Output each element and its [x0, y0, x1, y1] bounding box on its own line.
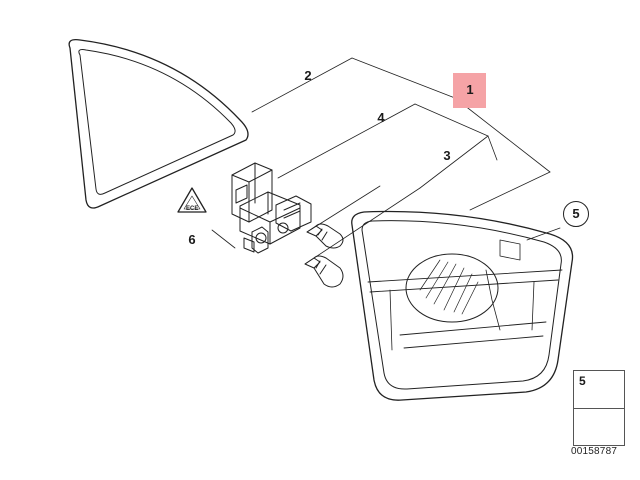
- callout-6: 6: [188, 232, 196, 247]
- callout-highlight: [453, 73, 486, 108]
- gasket-part-2: [68, 39, 249, 209]
- bulb-part-3-upper: [306, 223, 344, 249]
- reference-divider: [574, 408, 624, 409]
- callout-4: 4: [377, 110, 385, 125]
- callout-3: 3: [443, 148, 451, 163]
- reference-box: 5: [573, 370, 625, 446]
- callout-5-circled: 5: [563, 201, 589, 227]
- tail-light-part-1: [351, 210, 574, 401]
- callout-2: 2: [304, 68, 312, 83]
- document-id: 00158787: [571, 446, 618, 457]
- warning-label-part-6: [177, 187, 207, 213]
- bulb-holder-part-4: [231, 162, 312, 254]
- reference-part-number: 5: [579, 374, 586, 388]
- bulb-part-3-lower: [304, 255, 344, 288]
- callout-1: 1: [466, 82, 474, 97]
- warning-label-text: ECE: [186, 206, 198, 212]
